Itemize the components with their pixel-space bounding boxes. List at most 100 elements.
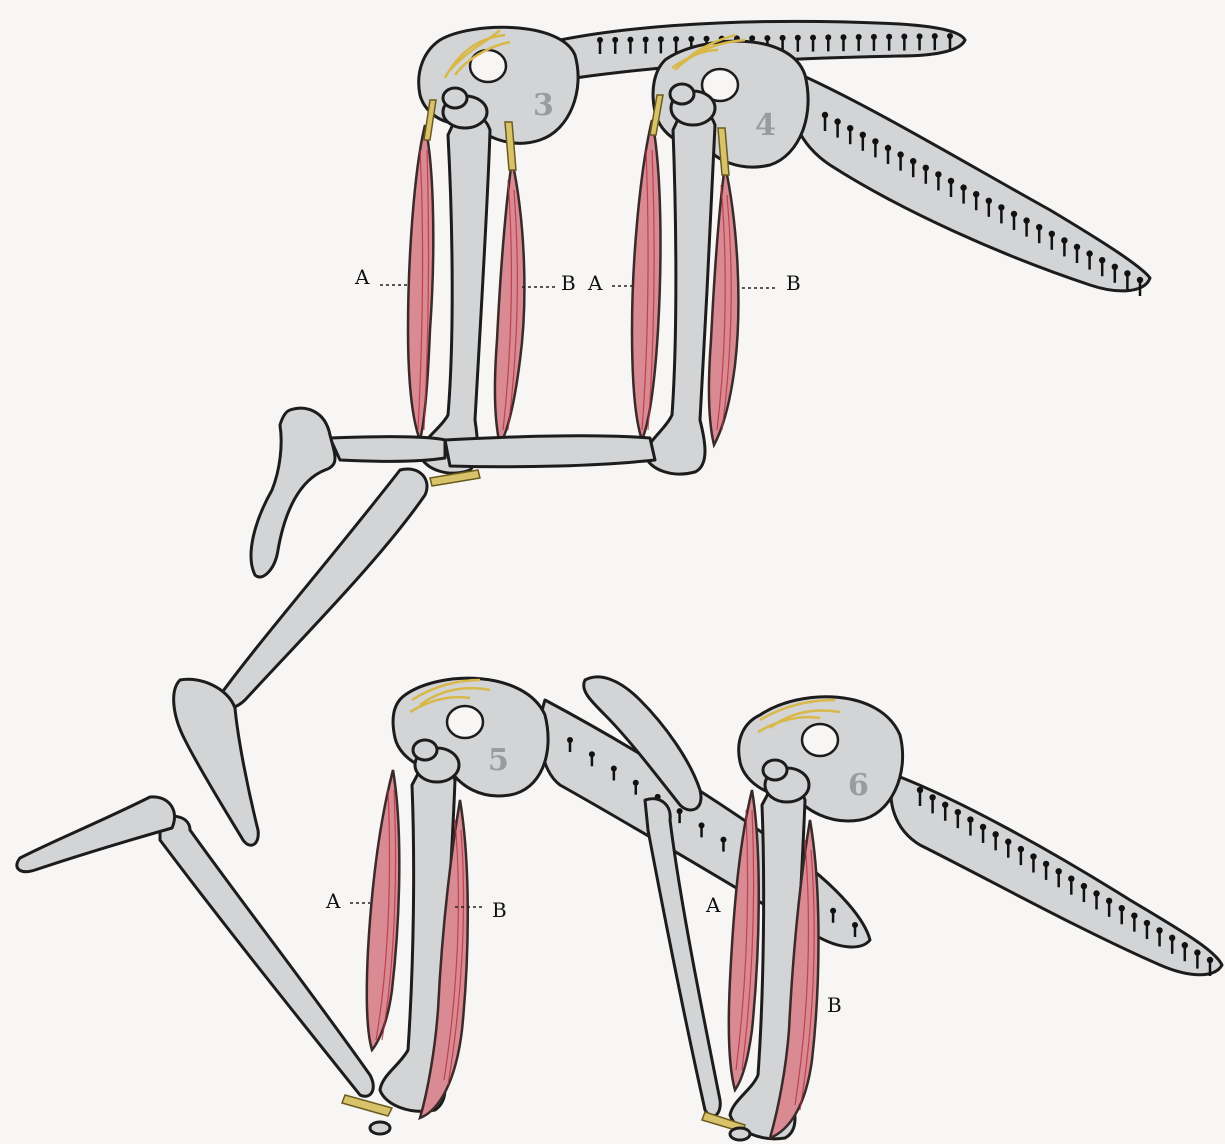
muscle-b-fig4 (709, 165, 738, 445)
vertebra-dot (1036, 224, 1042, 230)
vertebra-dot (825, 34, 831, 40)
vertebra-dot (677, 808, 683, 814)
vertebra-dot (1068, 875, 1074, 881)
kneecap-fig5 (370, 1122, 390, 1134)
vertebra-dot (1086, 250, 1092, 256)
vertebra-dot (973, 191, 979, 197)
figure-6: 6 A B (584, 677, 1222, 1140)
vertebra-dot (1074, 244, 1080, 250)
vertebra-dot (1061, 237, 1067, 243)
vertebra-dot (688, 36, 694, 42)
vertebra-dot (1023, 217, 1029, 223)
vertebra-dot (1156, 927, 1162, 933)
vertebra-dot (1005, 839, 1011, 845)
vertebra-dot (704, 36, 710, 42)
hip-socket-fig6 (802, 724, 838, 756)
femur-knob-fig4 (670, 84, 694, 104)
vertebra-dot (643, 36, 649, 42)
vertebra-dot (810, 35, 816, 41)
vertebra-dot (948, 178, 954, 184)
lower-leg-long (218, 469, 427, 708)
vertebra-dot (998, 204, 1004, 210)
vertebra-dot (1112, 264, 1118, 270)
femur-knob-fig5 (413, 740, 437, 760)
vertebra-dot (947, 33, 953, 39)
vertebra-dot (780, 35, 786, 41)
vertebra-dot (932, 33, 938, 39)
vertebra-dot (612, 37, 618, 43)
vertebra-dot (1093, 890, 1099, 896)
vertebra-dot (935, 171, 941, 177)
vertebra-dot (834, 118, 840, 124)
tibia-fig4 (445, 436, 655, 467)
foot-fig3 (251, 408, 335, 577)
vertebra-dot (567, 737, 573, 743)
figure-number-6: 6 (848, 768, 869, 803)
vertebra-dot (955, 809, 961, 815)
vertebra-dot (1011, 211, 1017, 217)
vertebra-dot (1144, 920, 1150, 926)
vertebra-dot (764, 35, 770, 41)
vertebra-dot (967, 816, 973, 822)
vertebra-dot (1043, 861, 1049, 867)
vertebra-dot (1106, 898, 1112, 904)
label-a-fig3: A (354, 265, 370, 289)
vertebra-dot (1099, 257, 1105, 263)
vertebra-dot (942, 802, 948, 808)
vertebra-dot (1169, 935, 1175, 941)
vertebra-dot (1182, 942, 1188, 948)
figure-number-4: 4 (755, 108, 776, 143)
vertebra-dot (847, 125, 853, 131)
vertebra-dot (611, 765, 617, 771)
vertebra-dot (720, 837, 726, 843)
vertebra-dot (1030, 853, 1036, 859)
vertebra-dot (627, 37, 633, 43)
label-b-fig6: B (827, 993, 842, 1017)
vertebra-dot (923, 165, 929, 171)
vertebra-dot (885, 145, 891, 151)
foot-fig5 (17, 797, 175, 872)
vertebra-dot (658, 36, 664, 42)
vertebra-dot (1194, 949, 1200, 955)
vertebra-dot (872, 138, 878, 144)
vertebra-dot (830, 908, 836, 914)
label-a-fig6: A (705, 893, 721, 917)
vertebra-dot (960, 184, 966, 190)
vertebra-dot (917, 33, 923, 39)
vertebra-dot (852, 922, 858, 928)
label-b-fig4: B (786, 271, 801, 295)
vertebra-dot (929, 794, 935, 800)
label-b-fig3: B (561, 271, 576, 295)
vertebra-dot (992, 831, 998, 837)
femur-knob-fig6 (763, 760, 787, 780)
kneecap-fig6 (730, 1128, 750, 1140)
vertebra-dot (795, 35, 801, 41)
vertebra-dot (840, 34, 846, 40)
vertebra-dot (986, 198, 992, 204)
vertebra-dot (597, 37, 603, 43)
vertebra-dot (699, 822, 705, 828)
label-a-fig5: A (325, 889, 341, 913)
femur-knob-fig3 (443, 88, 467, 108)
vertebra-dot (886, 34, 892, 40)
vertebra-dot (633, 780, 639, 786)
vertebra-dot (897, 151, 903, 157)
vertebra-dot (822, 112, 828, 118)
vertebra-dot (1081, 883, 1087, 889)
vertebra-dot (856, 34, 862, 40)
vertebra-dot (871, 34, 877, 40)
label-b-fig5: B (492, 898, 507, 922)
vertebra-dot (1055, 868, 1061, 874)
vertebra-dot (1137, 277, 1143, 283)
hip-socket-fig5 (447, 706, 483, 738)
vertebra-dot (860, 132, 866, 138)
tail-fig4 (789, 70, 1150, 291)
vertebra-dot (1124, 270, 1130, 276)
figure-number-3: 3 (533, 88, 554, 123)
vertebra-dot (589, 751, 595, 757)
vertebra-dot (980, 824, 986, 830)
vertebra-dot (917, 787, 923, 793)
label-a-fig4: A (587, 271, 603, 295)
vertebra-dot (1049, 231, 1055, 237)
